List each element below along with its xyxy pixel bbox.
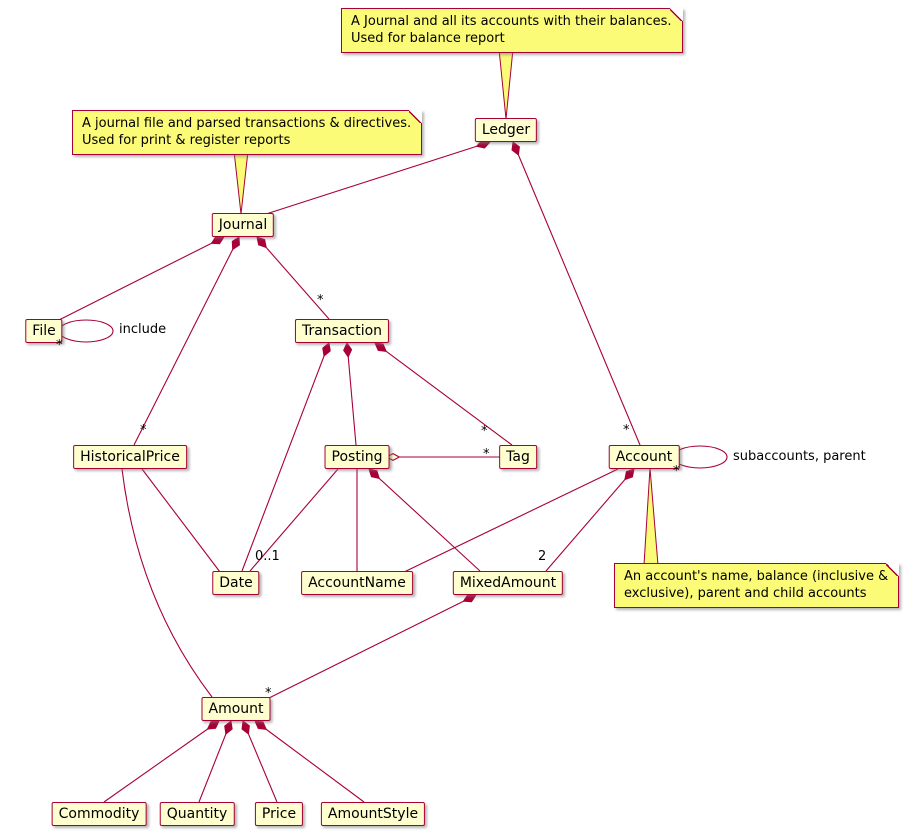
loop-account-subaccounts: [672, 445, 728, 469]
pointer-note-account: [643, 467, 659, 566]
class-historicalprice: HistoricalPrice: [73, 445, 187, 469]
multiplicity-transaction-tag: *: [481, 424, 488, 439]
edge-transaction-posting: [347, 343, 357, 446]
class-date: Date: [212, 571, 260, 595]
class-mixedamount: MixedAmount: [452, 571, 564, 595]
edge-account-mixedamount: [545, 469, 634, 572]
class-ledger: Ledger: [474, 118, 538, 142]
edge-journal-transaction: [257, 237, 330, 320]
class-posting: Posting: [324, 445, 390, 469]
class-journal: Journal: [211, 213, 275, 237]
edge-amount-amountstyle: [255, 721, 365, 803]
class-transaction: Transaction: [294, 319, 390, 343]
multiplicity-posting-tag: *: [483, 447, 490, 462]
edge-amount-commodity: [103, 721, 219, 803]
note-journal: A journal file and parsed transactions &…: [72, 110, 423, 155]
multiplicity-ledger-account: *: [623, 423, 630, 438]
class-tag: Tag: [499, 445, 537, 469]
note-journal-line2: Used for print & register reports: [82, 133, 291, 148]
class-account: Account: [608, 445, 680, 469]
class-commodity: Commodity: [51, 802, 147, 826]
note-fold-icon: [409, 110, 423, 123]
role-label-include: include: [119, 322, 167, 337]
pointer-note-journal: [233, 150, 249, 215]
edge-posting-date: [249, 468, 339, 572]
note-account-line2: exclusive), parent and child accounts: [624, 586, 867, 601]
edge-amount-price: [243, 721, 278, 803]
class-accountname: AccountName: [301, 571, 413, 595]
edge-account-accountname: [401, 468, 619, 574]
note-ledger-line2: Used for balance report: [351, 31, 505, 46]
note-journal-line1: A journal file and parsed transactions &…: [82, 116, 412, 131]
note-account: An account's name, balance (inclusive & …: [614, 563, 900, 608]
edge-journal-file: [56, 237, 224, 322]
class-quantity: Quantity: [159, 802, 235, 826]
edge-posting-mixedamount: [369, 469, 481, 572]
edge-ledger-journal: [262, 142, 490, 216]
note-ledger: A Journal and all its accounts with thei…: [341, 8, 683, 53]
multiplicity-file-include: *: [56, 338, 63, 353]
edge-historicalprice-amount: [121, 468, 213, 698]
edge-transaction-tag: [375, 343, 513, 446]
edge-historicalprice-date: [141, 468, 221, 573]
edge-journal-historicalprice: [133, 237, 239, 446]
edge-mixedamount-amount: [264, 595, 476, 701]
loop-file-include: [58, 319, 114, 343]
note-fold-icon: [886, 563, 900, 576]
class-price: Price: [254, 802, 304, 826]
multiplicity-account-mixedamount: 2: [538, 549, 547, 564]
edge-ledger-account: [513, 142, 641, 446]
edge-amount-quantity: [198, 721, 231, 803]
class-amount: Amount: [201, 697, 271, 721]
note-ledger-line1: A Journal and all its accounts with thei…: [351, 14, 672, 29]
multiplicity-mixedamount-amount: *: [265, 686, 272, 701]
class-amountstyle: AmountStyle: [320, 802, 426, 826]
note-account-line1: An account's name, balance (inclusive &: [624, 569, 889, 584]
note-fold-icon: [669, 8, 683, 21]
class-file: File: [25, 319, 63, 343]
multiplicity-journal-historicalprice: *: [140, 423, 147, 438]
multiplicity-journal-transaction: *: [317, 293, 324, 308]
edge-transaction-date: [241, 343, 329, 572]
multiplicity-account-subaccounts: *: [673, 464, 680, 479]
pointer-note-ledger: [498, 48, 514, 120]
multiplicity-posting-date: 0..1: [255, 549, 280, 564]
role-label-subaccounts-parent: subaccounts, parent: [733, 449, 866, 464]
